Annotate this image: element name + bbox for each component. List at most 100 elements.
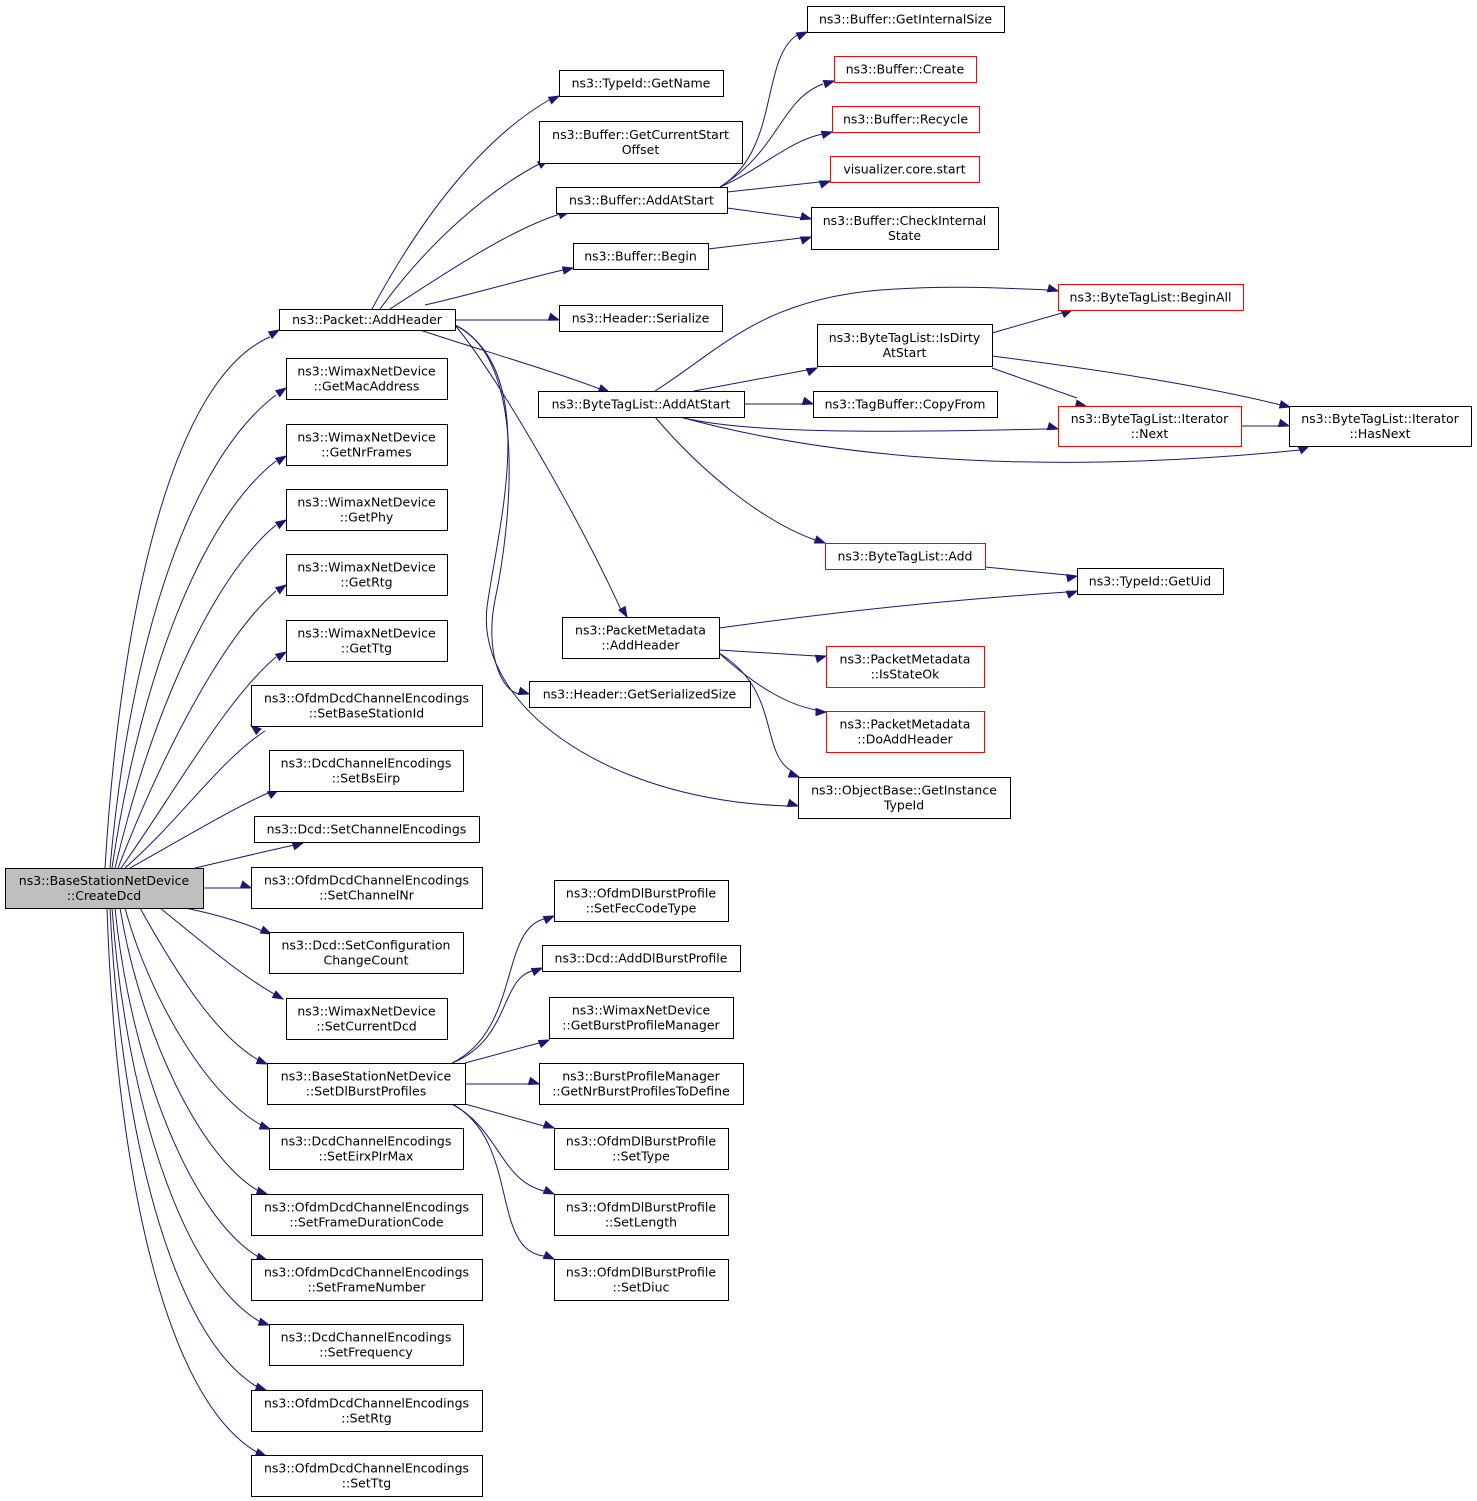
node-wnd-getmacaddress[interactable]: ns3::WimaxNetDevice::GetMacAddress	[286, 358, 448, 400]
node-label: ns3::ByteTagList::AddAtStart	[552, 397, 731, 412]
node-dce-setbseirp[interactable]: ns3::DcdChannelEncodings::SetBsEirp	[269, 750, 464, 792]
node-label: ns3::OfdmDcdChannelEncodings	[264, 1461, 469, 1476]
node-btl-iter-hasnext[interactable]: ns3::ByteTagList::Iterator::HasNext	[1289, 406, 1472, 447]
arrowhead-icon	[618, 605, 628, 619]
node-header-serialize[interactable]: ns3::Header::Serialize	[559, 305, 723, 332]
node-odce-setchannelnr[interactable]: ns3::OfdmDcdChannelEncodings::SetChannel…	[251, 867, 483, 909]
node-buf-recycle[interactable]: ns3::Buffer::Recycle	[832, 106, 980, 133]
node-buf-create[interactable]: ns3::Buffer::Create	[834, 56, 977, 83]
node-wnd-setcurrentdcd[interactable]: ns3::WimaxNetDevice::SetCurrentDcd	[286, 998, 448, 1040]
arrowhead-icon	[291, 842, 305, 851]
node-label: Offset	[622, 142, 660, 157]
call-edge	[129, 792, 269, 869]
arrowhead-icon	[1046, 283, 1060, 293]
node-label: ns3::ByteTagList::Iterator	[1071, 411, 1229, 426]
node-typeid-getname[interactable]: ns3::TypeId::GetName	[559, 70, 724, 97]
node-buf-begin[interactable]: ns3::Buffer::Begin	[573, 243, 709, 270]
node-wnd-getttg[interactable]: ns3::WimaxNetDevice::GetTtg	[286, 620, 448, 662]
node-odbp-setlength[interactable]: ns3::OfdmDlBurstProfile::SetLength	[554, 1194, 729, 1236]
node-bsnd-setdlburstprofiles[interactable]: ns3::BaseStationNetDevice::SetDlBurstPro…	[267, 1063, 466, 1105]
arrowhead-icon	[820, 130, 834, 140]
node-odce-setframedurationcode[interactable]: ns3::OfdmDcdChannelEncodings::SetFrameDu…	[251, 1194, 483, 1236]
node-label: ::SetChannelNr	[319, 888, 415, 903]
arrowhead-icon	[255, 1055, 269, 1065]
node-box	[817, 324, 993, 367]
node-box	[269, 1128, 464, 1170]
node-label: ::GetRtg	[340, 575, 392, 590]
node-btl-addatstart[interactable]: ns3::ByteTagList::AddAtStart	[538, 391, 745, 418]
node-odce-setframenumber[interactable]: ns3::OfdmDcdChannelEncodings::SetFrameNu…	[251, 1259, 483, 1301]
node-pm-doaddheader[interactable]: ns3::PacketMetadata::DoAddHeader	[826, 711, 985, 753]
node-label: ns3::OfdmDlBurstProfile	[566, 1200, 716, 1215]
node-box	[1058, 406, 1242, 447]
node-odbp-setfeccodetype[interactable]: ns3::OfdmDlBurstProfile::SetFecCodeType	[554, 880, 729, 922]
node-label: ::SetEirxPIrMax	[319, 1149, 414, 1164]
node-label: ::SetType	[612, 1149, 670, 1164]
node-buf-addatstart[interactable]: ns3::Buffer::AddAtStart	[556, 187, 728, 214]
node-wnd-getnrframes[interactable]: ns3::WimaxNetDevice::GetNrFrames	[286, 424, 448, 466]
node-root[interactable]: ns3::BaseStationNetDevice::CreateDcd	[5, 868, 204, 909]
node-label: ns3::Dcd::AddDlBurstProfile	[555, 951, 728, 966]
node-odce-setbasestationid[interactable]: ns3::OfdmDcdChannelEncodings::SetBaseSta…	[251, 685, 483, 727]
node-label: ns3::ObjectBase::GetInstance	[811, 783, 997, 798]
node-box	[562, 617, 720, 659]
node-bpm-getnrburstprofilestodefine[interactable]: ns3::BurstProfileManager::GetNrBurstProf…	[539, 1063, 744, 1105]
node-typeid-getuid[interactable]: ns3::TypeId::GetUid	[1077, 568, 1224, 595]
call-edge	[451, 1103, 545, 1192]
node-btl-iter-next[interactable]: ns3::ByteTagList::Iterator::Next	[1058, 406, 1242, 447]
call-edge	[159, 907, 277, 996]
node-odbp-settype[interactable]: ns3::OfdmDlBurstProfile::SetType	[554, 1128, 729, 1170]
node-odce-setrtg[interactable]: ns3::OfdmDcdChannelEncodings::SetRtg	[251, 1390, 483, 1432]
node-header-getserializedsize[interactable]: ns3::Header::GetSerializedSize	[529, 681, 751, 708]
call-edge	[718, 652, 791, 771]
node-wnd-getphy[interactable]: ns3::WimaxNetDevice::GetPhy	[286, 489, 448, 531]
node-pm-addheader[interactable]: ns3::PacketMetadata::AddHeader	[562, 617, 720, 659]
node-label: ns3::TagBuffer::CopyFrom	[825, 397, 986, 412]
node-box	[549, 997, 734, 1039]
node-label: ns3::OfdmDlBurstProfile	[566, 1134, 716, 1149]
arrowhead-icon	[813, 535, 827, 544]
arrowhead-icon	[274, 584, 288, 595]
call-edge	[139, 907, 263, 1063]
node-tagbuffer-copyfrom[interactable]: ns3::TagBuffer::CopyFrom	[813, 391, 998, 418]
call-edge	[106, 907, 261, 1455]
node-box	[556, 187, 728, 214]
node-dcd-adddlburstprofile[interactable]: ns3::Dcd::AddDlBurstProfile	[542, 945, 741, 972]
call-edge	[693, 369, 808, 392]
node-label: ::SetCurrentDcd	[316, 1019, 416, 1034]
node-vis-core-start[interactable]: visualizer.core.start	[830, 156, 980, 183]
node-box	[1058, 284, 1244, 311]
arrowhead-icon	[274, 387, 288, 398]
node-wnd-getrtg[interactable]: ns3::WimaxNetDevice::GetRtg	[286, 554, 448, 596]
node-box	[559, 70, 724, 97]
arrowhead-icon	[814, 654, 828, 664]
node-odbp-setdiuc[interactable]: ns3::OfdmDlBurstProfile::SetDiuc	[554, 1259, 729, 1301]
node-dce-seteirxplrmax[interactable]: ns3::DcdChannelEncodings::SetEirxPIrMax	[269, 1128, 464, 1170]
node-odce-setttg[interactable]: ns3::OfdmDcdChannelEncodings::SetTtg	[251, 1455, 483, 1497]
node-label: ::GetMacAddress	[314, 379, 420, 394]
node-btl-beginall[interactable]: ns3::ByteTagList::BeginAll	[1058, 284, 1244, 311]
node-dcd-setchannelencodings[interactable]: ns3::Dcd::SetChannelEncodings	[254, 816, 480, 843]
node-label: ::IsStateOk	[871, 667, 941, 682]
node-buf-getinternalsize[interactable]: ns3::Buffer::GetInternalSize	[807, 6, 1005, 33]
node-label: ns3::OfdmDlBurstProfile	[566, 886, 716, 901]
arrowhead-icon	[258, 1121, 272, 1130]
node-label: ::SetBaseStationId	[309, 706, 424, 721]
arrowhead-icon	[542, 1250, 556, 1260]
node-label: ns3::WimaxNetDevice	[297, 560, 436, 575]
node-pm-isstateok[interactable]: ns3::PacketMetadata::IsStateOk	[826, 646, 985, 688]
node-dce-setfrequency[interactable]: ns3::DcdChannelEncodings::SetFrequency	[269, 1324, 464, 1366]
node-wnd-getburstprofilemanager[interactable]: ns3::WimaxNetDevice::GetBurstProfileMana…	[549, 997, 734, 1039]
node-box	[538, 391, 745, 418]
node-label: ns3::ByteTagList::Add	[837, 549, 972, 564]
node-box	[554, 880, 729, 922]
node-pkt-addheader[interactable]: ns3::Packet::AddHeader	[279, 309, 456, 331]
call-edge	[984, 566, 1068, 576]
node-btl-add[interactable]: ns3::ByteTagList::Add	[825, 543, 986, 570]
arrowhead-icon	[561, 266, 575, 275]
